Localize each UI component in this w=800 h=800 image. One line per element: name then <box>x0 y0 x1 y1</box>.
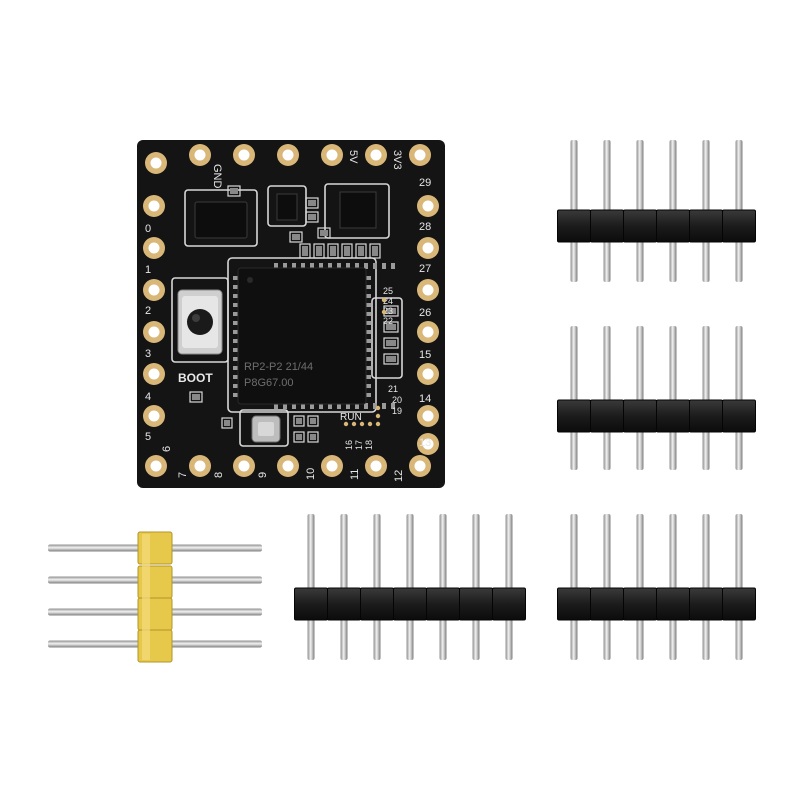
crystal-oscillator <box>251 415 281 443</box>
label-bottom-8: 8 <box>213 472 225 478</box>
boot-label: BOOT <box>178 371 213 385</box>
label-inner-22: 22 <box>383 316 393 326</box>
pad-left-3 <box>143 321 165 343</box>
label-left-4: 4 <box>145 391 151 403</box>
label-bottom-12: 12 <box>393 470 405 482</box>
pad-top-0 <box>189 144 211 166</box>
pad-top-5 <box>409 144 431 166</box>
pad-bottom-0 <box>145 455 167 477</box>
pin-labels: GND 5V 3V3 0 1 2 3 4 5 29 28 27 26 15 14… <box>145 150 431 482</box>
label-gnd: GND <box>211 164 223 189</box>
pad-right-4 <box>417 363 439 385</box>
label-inner-24: 24 <box>383 296 393 306</box>
right-angle-header <box>48 531 262 663</box>
smd-components <box>189 185 399 443</box>
pad-top-3 <box>321 144 343 166</box>
pad-bottom-1 <box>189 455 211 477</box>
pad-bottom-5 <box>365 455 387 477</box>
label-left-3: 3 <box>145 348 151 360</box>
label-right-14: 14 <box>419 393 431 405</box>
pad-bottom-3 <box>277 455 299 477</box>
label-right-27: 27 <box>419 263 431 275</box>
rp2040-chip: RP2-P2 21/44 P8G67.00 <box>233 263 395 409</box>
rp2040-board: RP2-P2 21/44 P8G67.00 BOOT GND 5V 3V <box>137 140 445 488</box>
label-left-0: 0 <box>145 223 151 235</box>
pad-left-5 <box>143 405 165 427</box>
pad-bottom-4 <box>321 455 343 477</box>
label-bottom-6: 6 <box>161 446 173 452</box>
label-right-15: 15 <box>419 349 431 361</box>
pad-top-1 <box>233 144 255 166</box>
inner-test-pads <box>343 297 387 427</box>
label-right-26: 26 <box>419 307 431 319</box>
pin-header-bottom-center <box>294 514 526 660</box>
label-left-2: 2 <box>145 305 151 317</box>
label-bottom-10: 10 <box>305 468 317 480</box>
label-bottom-9: 9 <box>257 472 269 478</box>
label-bottom-7: 7 <box>177 472 189 478</box>
label-bottom-11: 11 <box>349 469 361 480</box>
pad-left-0 <box>143 195 165 217</box>
label-inner-25: 25 <box>383 286 393 296</box>
pad-left-2 <box>143 279 165 301</box>
pad-right-6 <box>417 433 439 455</box>
pad-left-4 <box>143 363 165 385</box>
chip-marking-1: RP2-P2 21/44 <box>244 361 313 373</box>
label-right-28: 28 <box>419 221 431 233</box>
label-3v3: 3V3 <box>391 150 403 170</box>
pad-bottom-2 <box>233 455 255 477</box>
pad-bottom-6 <box>409 455 431 477</box>
pad-right-0 <box>417 195 439 217</box>
pin-header-top-right <box>557 140 756 282</box>
pad-right-5 <box>417 405 439 427</box>
castellated-pads <box>143 144 439 477</box>
pad-right-3 <box>417 321 439 343</box>
label-inner-16: 16 <box>344 440 354 450</box>
pin-header-mid-right <box>557 326 756 470</box>
pad-top-2 <box>277 144 299 166</box>
label-right-13: 13 <box>419 437 431 449</box>
pad-corner-tl <box>145 152 167 174</box>
pad-right-2 <box>417 279 439 301</box>
label-inner-21: 21 <box>388 384 398 394</box>
pad-top-4 <box>365 144 387 166</box>
chip-marking-2: P8G67.00 <box>244 377 294 389</box>
label-run: RUN <box>340 412 362 423</box>
label-inner-18: 18 <box>364 440 374 450</box>
pad-left-1 <box>143 237 165 259</box>
label-left-5: 5 <box>145 431 151 443</box>
label-inner-23: 23 <box>383 306 393 316</box>
boot-button <box>177 289 223 355</box>
pin-header-bottom-right <box>557 514 756 660</box>
label-inner-17: 17 <box>354 440 364 450</box>
label-right-29: 29 <box>419 177 431 189</box>
label-inner-20: 20 <box>392 395 402 405</box>
label-inner-19: 19 <box>392 406 402 416</box>
pad-right-1 <box>417 237 439 259</box>
pin-headers <box>48 140 756 663</box>
label-left-1: 1 <box>145 264 151 276</box>
label-5v: 5V <box>347 150 359 164</box>
